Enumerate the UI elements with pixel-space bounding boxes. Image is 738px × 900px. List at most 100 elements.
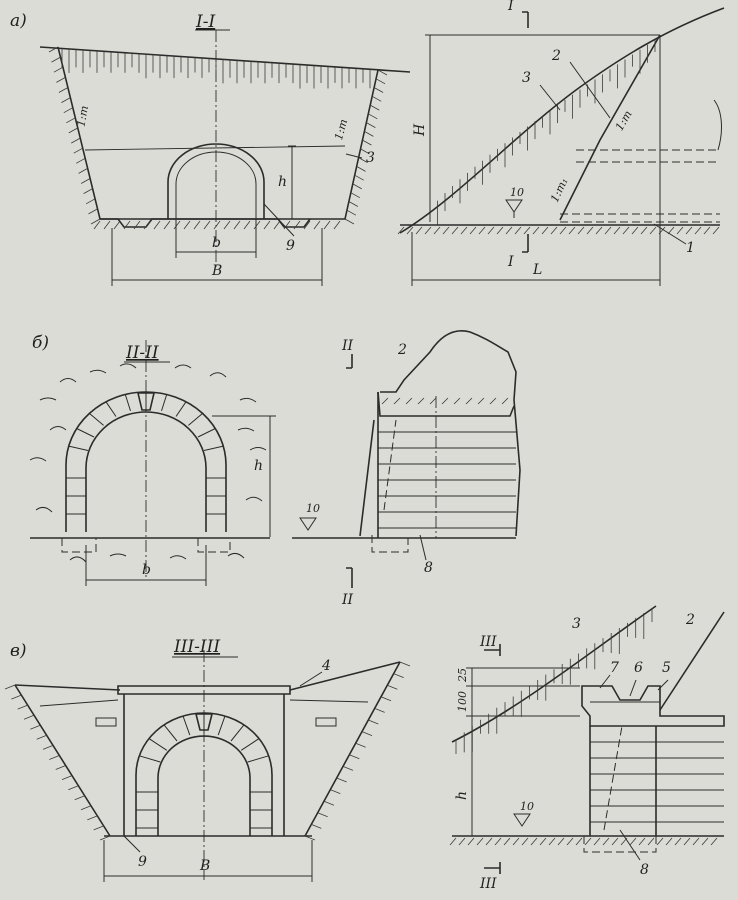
portal-cap: [377, 391, 515, 417]
panel-tag-b: б): [32, 333, 49, 353]
wing-walls-c: [39, 699, 369, 707]
footing-dashed: [371, 419, 409, 553]
portal-cornice: [117, 685, 291, 695]
leader-3: [345, 153, 363, 159]
keystone: [136, 392, 156, 411]
number-2-c: 2: [685, 612, 695, 628]
cut-mark-b-bottom: II: [341, 592, 354, 608]
dim-H-line: [425, 34, 660, 222]
dim-b-line: [175, 219, 257, 258]
cut-arrow-b-top: [346, 354, 353, 369]
portal-wall-c: [123, 694, 285, 836]
panel-b-elevation: [292, 330, 521, 588]
break-line-a: [713, 99, 722, 151]
number-9-c: 9: [138, 854, 147, 870]
masonry-courses: [378, 431, 516, 529]
rock-strokes: [29, 363, 267, 563]
number-3-b: 3: [522, 70, 531, 86]
slope-hatching-a: [61, 48, 371, 89]
number-3-c: 3: [572, 616, 581, 632]
dim-L-line: [411, 35, 661, 286]
number-6-c: 6: [634, 660, 643, 676]
section-title-c: III-III: [173, 637, 220, 657]
masonry-courses-c: [590, 741, 724, 823]
number-8-b: 8: [424, 560, 433, 576]
leader-4: [299, 671, 323, 687]
leader-8-b: [419, 534, 427, 561]
dim-L-label: L: [532, 262, 542, 278]
terrain-c: [14, 661, 401, 691]
panel-b-cross-section: [29, 340, 276, 586]
portal-top-line: [84, 145, 346, 151]
rock-face-outline: [380, 330, 521, 537]
slope-label-right: 1:m: [332, 118, 350, 142]
level-mark-a: [505, 199, 523, 218]
slope-hatching-c: [4, 661, 411, 841]
tunnel-invert-dashed: [560, 213, 720, 223]
rock-crest-hatching: [381, 397, 509, 405]
tunnel-arch-outer: [167, 143, 265, 219]
dim-H-label: H: [412, 123, 428, 137]
cut-arrow-bottom: [522, 234, 529, 253]
portal-wall-c2: [589, 726, 657, 836]
tunnel-crown-dashed: [576, 149, 720, 163]
panel-c-profile: [449, 605, 725, 874]
dim-B-label-a: B: [211, 263, 222, 279]
dim-h-label-c: h: [454, 791, 470, 800]
ground-surface-line: [39, 46, 411, 73]
dim-B-c: [103, 840, 313, 882]
dim-b-b: [85, 545, 207, 586]
terrain-profile: [399, 7, 725, 234]
level-label-b: 10: [306, 502, 320, 515]
terrain-profile-c: [451, 605, 657, 743]
slope-hatching-d: [449, 608, 718, 846]
panel-tag-a: а): [10, 11, 27, 31]
cut-arrow-top: [522, 11, 529, 28]
dim-h-label-b: h: [254, 458, 263, 474]
cutting-c: [14, 661, 401, 837]
section-title-b: II-II: [125, 343, 159, 363]
cut-arrow-c-bottom: [484, 862, 501, 874]
cut-arrow-b-bottom: [346, 567, 353, 588]
dim-25-label: 25: [456, 668, 469, 683]
number-2-b: 2: [397, 342, 407, 358]
number-9-a: 9: [286, 238, 295, 254]
arch-voussoirs-c: [136, 713, 272, 829]
embankment-hatching-right: [344, 69, 388, 225]
dim-h-line: [288, 145, 296, 220]
dims-c-vertical: [466, 667, 580, 836]
dim-B-label-c: B: [199, 858, 210, 874]
cut-mark-a-top: I: [507, 0, 514, 14]
drain-openings: [95, 717, 337, 727]
foundation-dashed: [61, 538, 231, 553]
leaders-c: [599, 674, 669, 861]
cut-mark-a-bottom: I: [507, 254, 514, 270]
number-7-c: 7: [610, 660, 619, 676]
footing-dashed-c: [583, 725, 657, 853]
keystone-c: [194, 713, 214, 731]
leader-1: [653, 223, 687, 245]
panel-a-cross-section: [39, 29, 411, 286]
dim-h-b: [212, 415, 276, 537]
dim-B-line: [111, 228, 323, 286]
number-2-a: 2: [551, 48, 561, 64]
number-1-a: 1: [686, 240, 695, 256]
cut-mark-c-bottom: III: [479, 876, 497, 892]
rock-slope-c: [659, 611, 725, 711]
cut-mark-b-top: II: [341, 338, 354, 354]
portal-slope: [559, 34, 661, 221]
number-4-c: 4: [321, 658, 331, 674]
ground-hatching-a: [397, 226, 720, 235]
leader-9-c: [123, 835, 141, 853]
panel-a-longitudinal: [397, 7, 725, 286]
portal-wall: [359, 392, 379, 538]
dim-b-label-b: b: [142, 562, 151, 578]
leader-2: [569, 61, 611, 119]
cut-mark-c-top: III: [479, 634, 497, 650]
level-label-c: 10: [520, 800, 534, 813]
panel-tag-c: в): [10, 641, 27, 661]
slope-label-left: 1:m: [75, 105, 91, 128]
level-label-a: 10: [510, 186, 524, 199]
